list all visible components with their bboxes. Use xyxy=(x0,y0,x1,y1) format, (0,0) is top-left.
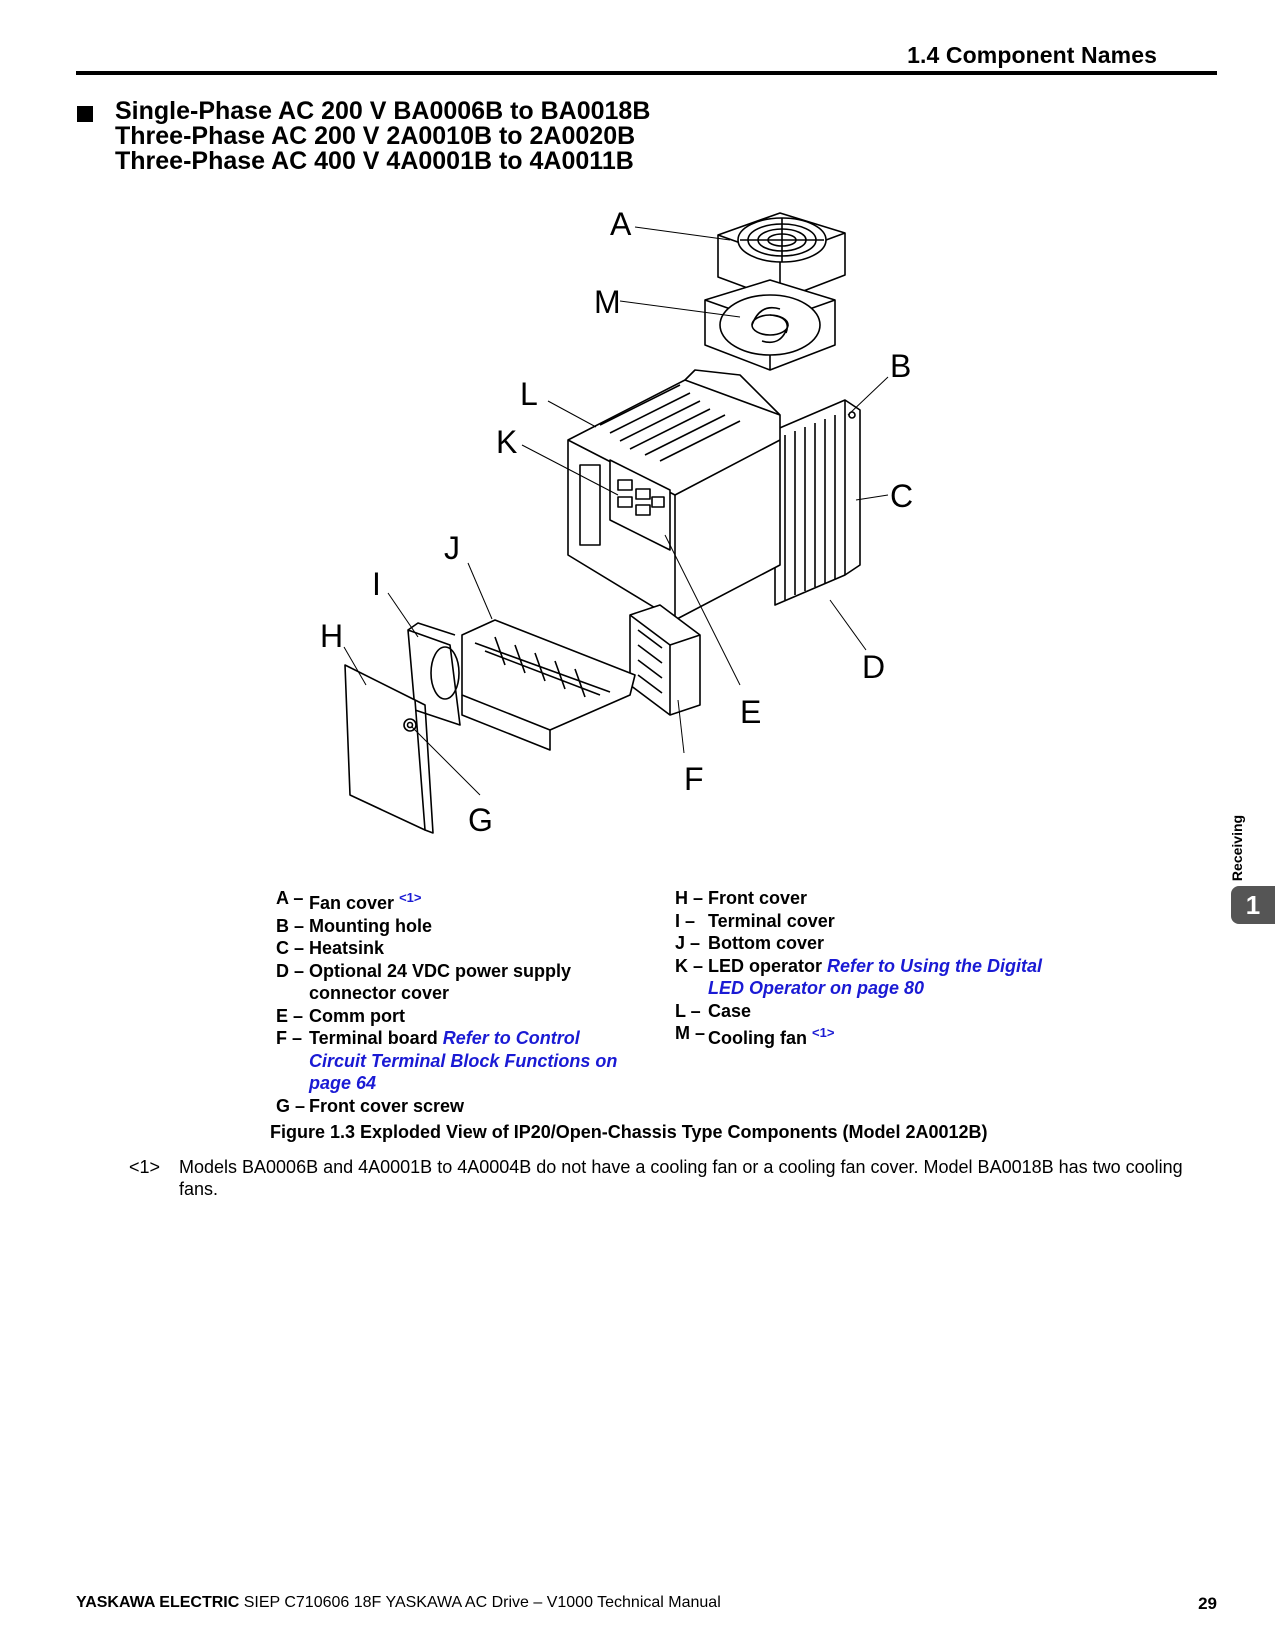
footer-doc-title: SIEP C710606 18F YASKAWA AC Drive – V100… xyxy=(243,1594,721,1611)
legend-left: A – Fan cover <1> B – Mounting hole C – … xyxy=(276,887,636,1117)
legend-text: Terminal cover xyxy=(708,910,835,931)
led-operator-reference-link[interactable]: Refer to Using the Digital LED Operator … xyxy=(708,955,1043,999)
legend-letter: A – xyxy=(276,888,304,908)
front-cover-drawing xyxy=(344,664,434,834)
footer-brand: YASKAWA ELECTRIC xyxy=(76,1594,240,1611)
legend-item-a: A – Fan cover <1> xyxy=(276,887,636,915)
terminal-block-reference-link[interactable]: Refer to Control Circuit Terminal Block … xyxy=(309,1028,618,1093)
figure-caption: Figure 1.3 Exploded View of IP20/Open-Ch… xyxy=(270,1122,988,1142)
legend-item-g: G – Front cover screw xyxy=(276,1095,636,1118)
legend-text: Front cover xyxy=(708,888,808,908)
fan-cover-drawing xyxy=(717,212,846,301)
callout-g: G xyxy=(468,802,493,838)
legend-item-k: K – LED operator Refer to Using the Digi… xyxy=(675,955,1045,1000)
header-rule xyxy=(76,71,1217,75)
terminal-board-drawing xyxy=(629,604,701,716)
terminal-cover-drawing xyxy=(407,622,461,726)
legend-text: Mounting hole xyxy=(309,915,432,936)
legend-letter: K – xyxy=(675,955,704,976)
callout-h: H xyxy=(320,618,343,654)
legend-item-e: E – Comm port xyxy=(276,1005,636,1028)
legend-item-i: I – Terminal cover xyxy=(675,910,1045,933)
legend-letter: C – xyxy=(276,938,305,958)
cooling-fan-drawing xyxy=(704,279,836,371)
legend-letter: D – xyxy=(276,960,305,981)
heatsink-drawing xyxy=(774,399,861,606)
footnote-marker: <1> xyxy=(129,1157,161,1177)
callout-i: I xyxy=(372,566,381,602)
chapter-side-label: Receiving xyxy=(1222,815,1252,881)
legend-text: Cooling fan xyxy=(708,1028,807,1048)
legend-item-f: F – Terminal board Refer to Control Circ… xyxy=(276,1027,636,1095)
legend-letter: I – xyxy=(675,910,696,931)
led-operator-drawing xyxy=(609,459,671,551)
legend-letter: B – xyxy=(276,915,305,936)
heading-line-3: Three-Phase AC 400 V 4A0001B to 4A0011B xyxy=(115,147,634,175)
legend-right: H – Front cover I – Terminal cover J – B… xyxy=(675,887,1045,1050)
legend-text: Comm port xyxy=(309,1005,405,1026)
legend-item-d: D – Optional 24 VDC power supply connect… xyxy=(276,960,636,1005)
callout-d: D xyxy=(862,649,885,685)
chapter-tab[interactable]: 1 xyxy=(1231,886,1275,924)
callout-a: A xyxy=(610,206,632,242)
footnote-ref-link[interactable]: <1> xyxy=(399,890,422,905)
heading-bullet-icon xyxy=(77,106,93,122)
section-heading: Single-Phase AC 200 V BA0006B to BA0018B… xyxy=(115,99,650,174)
heading-line-2: Three-Phase AC 200 V 2A0010B to 2A0020B xyxy=(115,122,636,150)
callout-k: K xyxy=(496,424,517,460)
legend-item-b: B – Mounting hole xyxy=(276,915,636,938)
legend-text: Case xyxy=(708,1000,752,1021)
legend-letter: L – xyxy=(675,1000,701,1021)
page-number: 29 xyxy=(1198,1594,1217,1613)
legend-text: Bottom cover xyxy=(708,933,825,953)
section-title: 1.4 Component Names xyxy=(907,42,1157,68)
exploded-view-figure: A M B L K C J I H D E F G xyxy=(300,205,1000,885)
legend-letter: E – xyxy=(276,1005,304,1026)
legend-item-m: M – Cooling fan <1> xyxy=(675,1022,1045,1050)
legend-text: Terminal board xyxy=(309,1028,438,1048)
legend-letter: F – xyxy=(276,1028,303,1048)
legend-text: LED operator xyxy=(708,955,823,976)
chapter-side-label-text: Receiving xyxy=(1229,814,1245,882)
page-footer: YASKAWA ELECTRIC SIEP C710606 18F YASKAW… xyxy=(76,1594,1217,1613)
legend-text: Fan cover xyxy=(309,893,395,913)
callout-f: F xyxy=(684,761,704,797)
legend-text: Optional 24 VDC power supply connector c… xyxy=(309,960,572,1004)
legend-letter: M – xyxy=(675,1023,706,1043)
legend-letter: G – xyxy=(276,1095,306,1116)
legend-item-l: L – Case xyxy=(675,1000,1045,1023)
legend-text: Heatsink xyxy=(309,938,385,958)
legend-item-j: J – Bottom cover xyxy=(675,932,1045,955)
footnote: <1> Models BA0006B and 4A0001B to 4A0004… xyxy=(129,1156,1219,1200)
bottom-cover-drawing xyxy=(461,619,636,751)
callout-j: J xyxy=(444,530,460,566)
callout-e: E xyxy=(740,694,761,730)
legend-letter: H – xyxy=(675,888,704,908)
legend-item-c: C – Heatsink xyxy=(276,937,636,960)
callout-c: C xyxy=(890,478,913,514)
case-drawing xyxy=(567,369,781,621)
footnote-text: Models BA0006B and 4A0001B to 4A0004B do… xyxy=(179,1157,1183,1199)
footnote-ref-link[interactable]: <1> xyxy=(812,1025,835,1040)
heading-line-1: Single-Phase AC 200 V BA0006B to BA0018B xyxy=(115,97,651,125)
legend-text: Front cover screw xyxy=(309,1095,465,1116)
legend-item-h: H – Front cover xyxy=(675,887,1045,910)
legend-letter: J – xyxy=(675,933,701,953)
callout-b: B xyxy=(890,348,911,384)
callout-l: L xyxy=(520,376,538,412)
callout-m: M xyxy=(594,284,621,320)
